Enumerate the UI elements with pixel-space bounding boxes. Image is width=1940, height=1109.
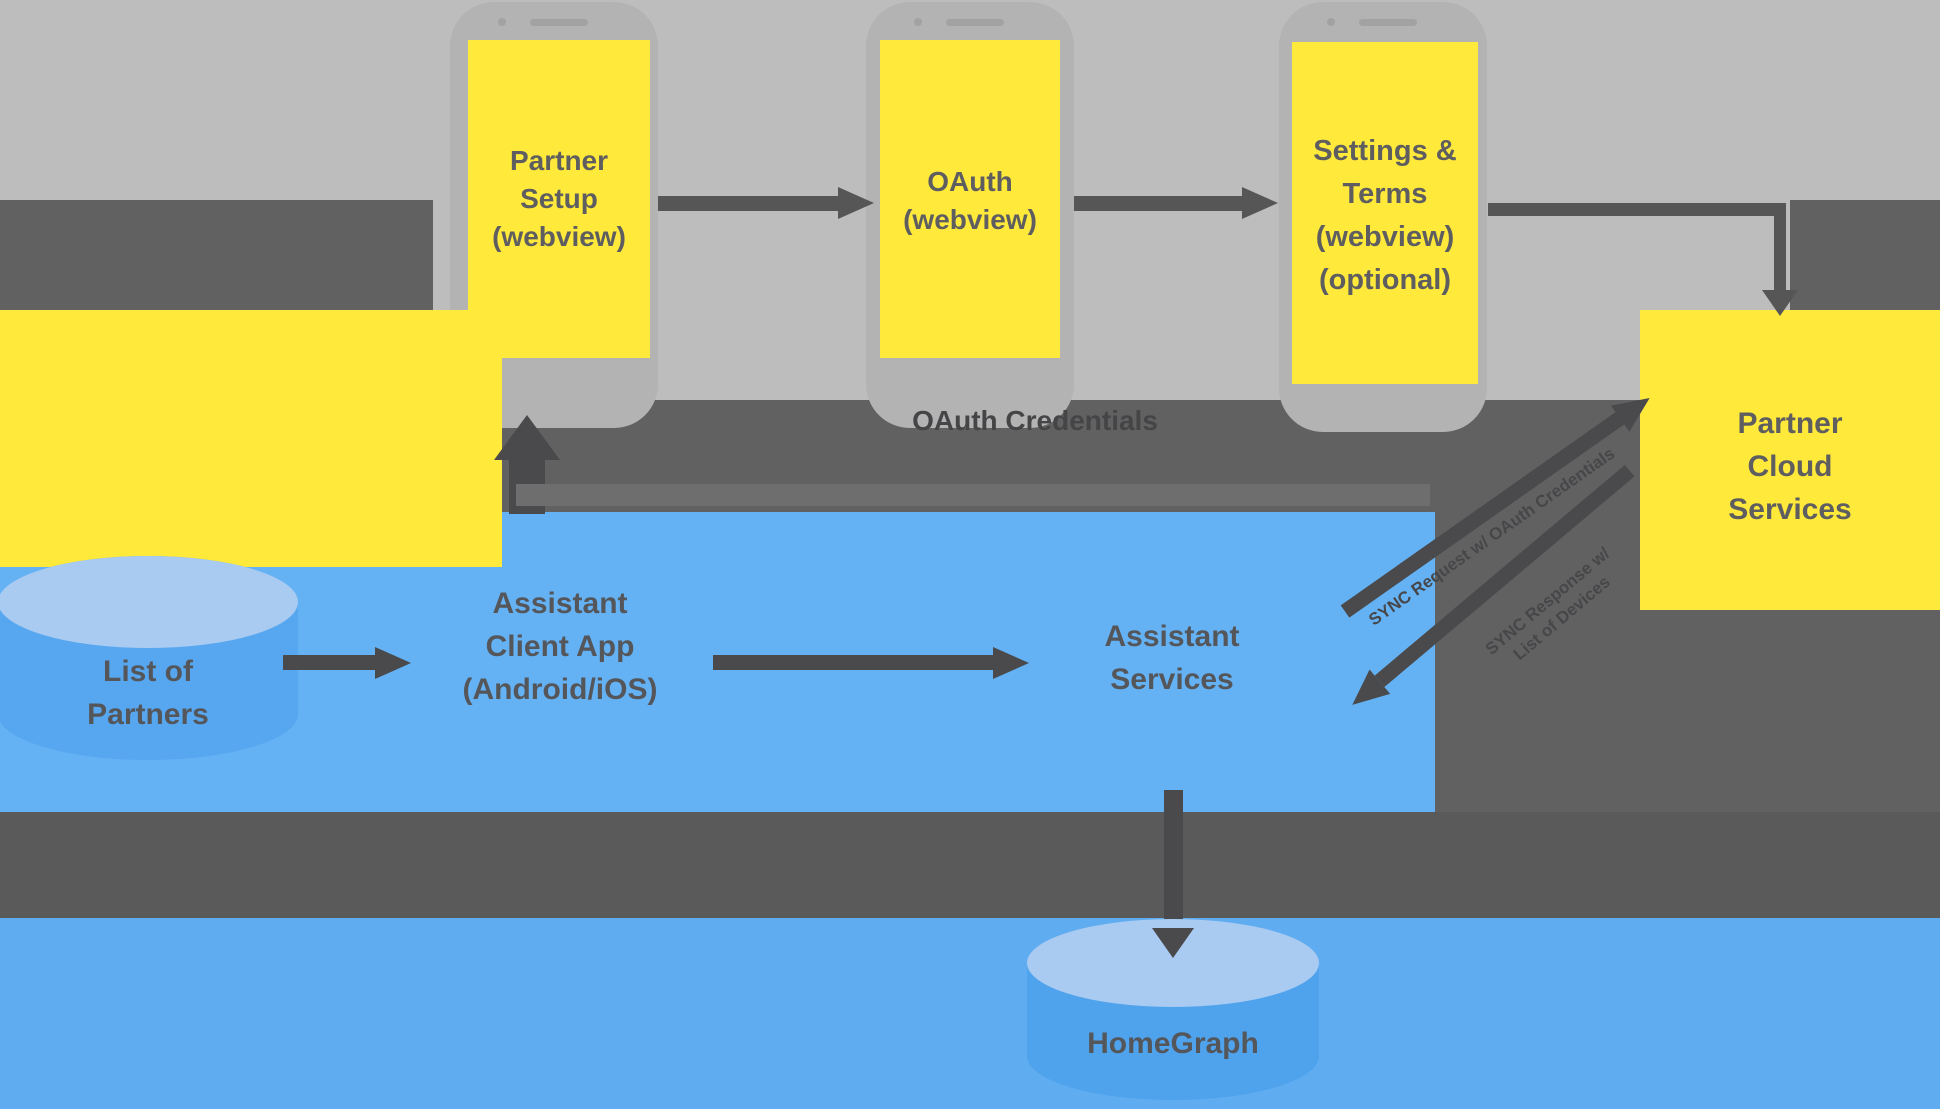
node-label-line: (Android/iOS) [462,673,658,706]
node-yellow-left-block [0,310,502,567]
node-label-line: Settings & [1313,135,1457,167]
edge-label-oauth-credentials: OAuth Credentials [912,405,1158,436]
arrowhead-down-icon [1152,928,1194,958]
phone-speaker-icon [946,19,1004,26]
arrow-settings-to-cloud-vertical [1774,203,1786,295]
node-assistant-services: Assistant Services [1022,615,1322,701]
node-list-of-partners: List of Partners [0,650,298,736]
node-label-line: OAuth [927,166,1013,197]
arrow-partners-to-app [283,655,377,670]
bottom-blue-band [0,918,1940,1109]
node-label-line: (webview) [1315,221,1455,253]
node-label-line: Partners [87,698,209,731]
node-label-line: List of [103,655,193,688]
node-oauth-webview: OAuth (webview) [880,40,1060,358]
node-assistant-client: Assistant Client App (Android/iOS) [410,582,710,711]
node-label-line: HomeGraph [1087,1027,1259,1060]
bottom-dark-band [0,812,1940,918]
arrow-setup-to-oauth [658,196,838,211]
node-label-line: Client App [485,630,635,663]
arrow-oauth-credentials-shaft [516,484,1430,506]
arrow-settings-to-cloud-horizontal [1488,203,1780,216]
cylinder-top-ellipse [0,556,298,648]
phone-camera-icon [498,18,506,26]
arrow-app-to-services [713,655,995,670]
arrowhead-up-icon [494,415,560,460]
node-label-line: (webview) [903,204,1037,235]
node-partner-setup: Partner Setup (webview) [468,40,650,358]
node-label-line: (webview) [492,221,626,252]
node-homegraph: HomeGraph [1027,1022,1319,1065]
arrowhead-down-icon [1762,290,1798,316]
node-label-line: Services [1728,493,1852,526]
arrow-services-to-homegraph [1164,790,1183,930]
node-label-line: Setup [520,183,598,214]
arrow-oauth-to-settings [1074,196,1242,211]
phone-camera-icon [1327,18,1335,26]
node-settings-terms: Settings & Terms (webview) (optional) [1292,42,1478,384]
arrowhead-right-icon [993,647,1029,679]
node-label-line: Partner [1737,407,1843,440]
node-label-line: Assistant [1104,620,1240,653]
node-label-line: Services [1110,663,1234,696]
phone-speaker-icon [530,19,588,26]
node-partner-cloud: Partner Cloud Services [1640,310,1940,610]
arrowhead-right-icon [838,187,874,219]
phone-camera-icon [914,18,922,26]
arrowhead-right-icon [375,647,411,679]
arrowhead-right-icon [1242,187,1278,219]
node-label-line: Terms [1342,178,1428,210]
node-label-line: Partner [509,145,609,176]
node-label-line: Assistant [492,587,628,620]
phone-speaker-icon [1359,19,1417,26]
node-label-line: (optional) [1318,264,1452,296]
node-label-line: Cloud [1747,450,1833,483]
